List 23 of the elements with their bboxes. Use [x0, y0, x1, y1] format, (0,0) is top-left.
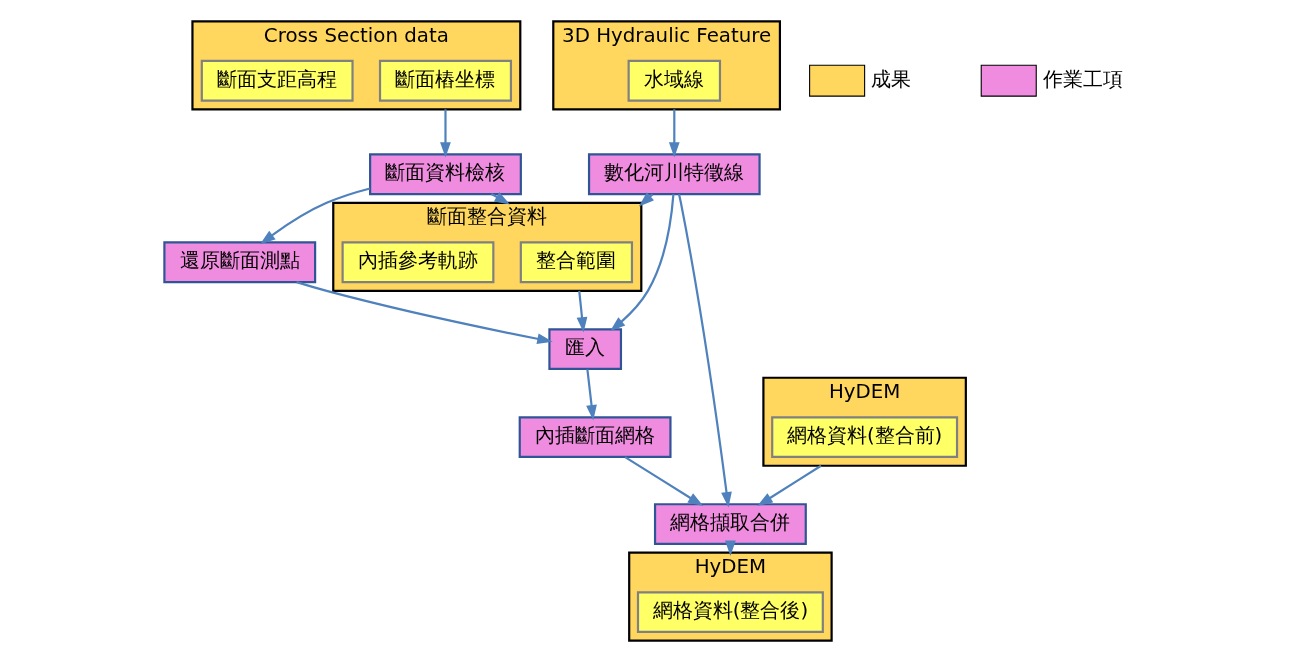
- node-box: 內插斷面網格: [518, 416, 672, 459]
- node-box: 整合範圍: [519, 241, 634, 284]
- legend-label: 作業工項: [1042, 67, 1123, 91]
- node-box: 網格資料(整合後): [636, 591, 824, 633]
- arrow: [624, 456, 704, 506]
- node-box: 還原斷面測點: [163, 241, 317, 284]
- arrow: [668, 109, 680, 158]
- arrow: [296, 281, 553, 345]
- arrow: [260, 187, 371, 245]
- arrow: [440, 109, 451, 158]
- node-box: 斷面資料檢核: [369, 153, 522, 196]
- arrow: [586, 369, 597, 421]
- arrow: [725, 540, 736, 556]
- node-box: 斷面支距高程: [200, 59, 354, 102]
- node-box: 水域線: [627, 59, 722, 102]
- arrow: [757, 464, 822, 506]
- node-box: 內插參考軌跡: [341, 241, 495, 284]
- legend-label: 成果: [871, 67, 912, 91]
- node-box: 匯入: [548, 328, 623, 371]
- arrow: [677, 193, 732, 508]
- node-box: 網格資料(整合前): [771, 416, 959, 459]
- arrow: [576, 290, 588, 333]
- node-box: 斷面樁坐標: [378, 59, 513, 102]
